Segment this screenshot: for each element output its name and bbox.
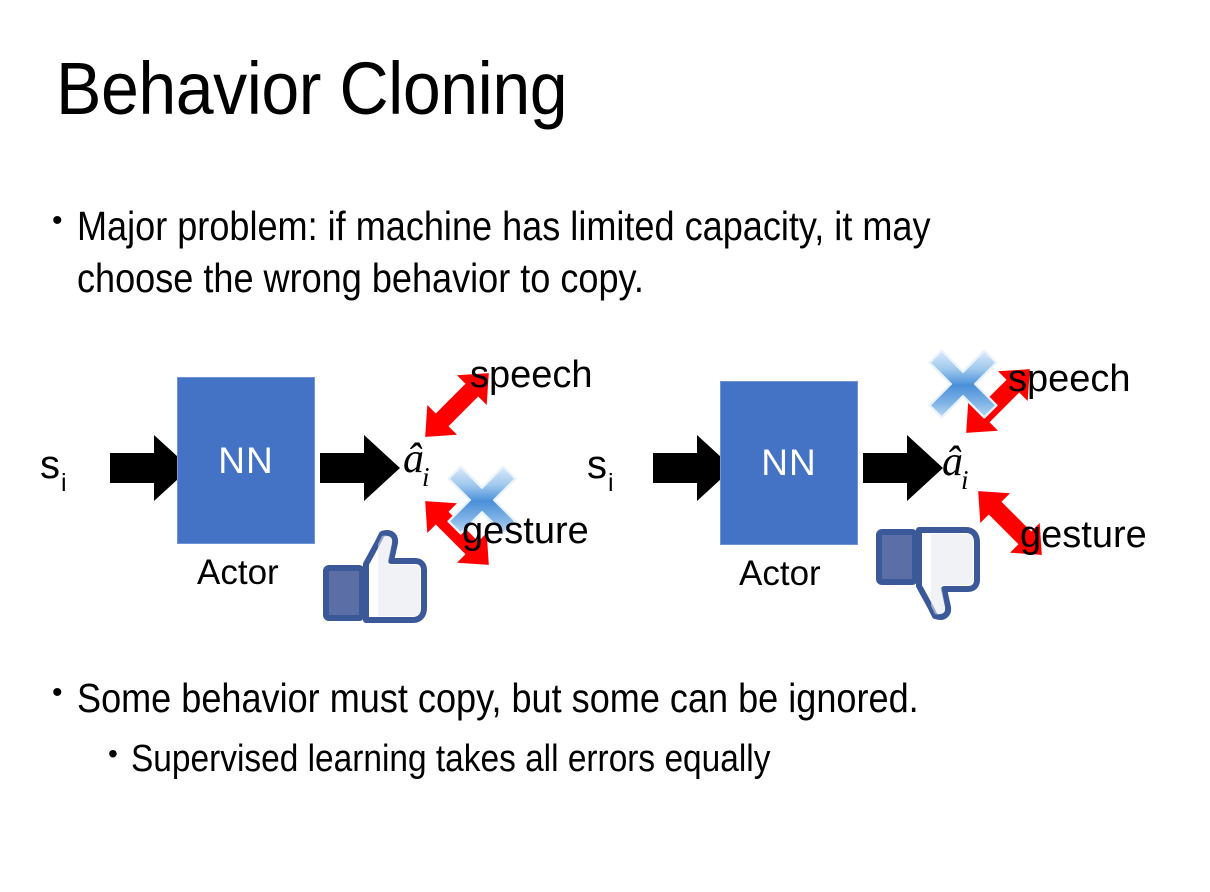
bullet-text: Major problem: if machine has limited ca… bbox=[76, 203, 931, 302]
branch-label-gesture-left: gesture bbox=[462, 510, 589, 552]
thumbs-up-icon bbox=[323, 530, 427, 623]
actor-caption-right: Actor bbox=[739, 554, 821, 593]
branch-arrow-speech-icon bbox=[425, 373, 489, 437]
bullet-marker-icon: • bbox=[52, 204, 63, 237]
flow-arrow-icon bbox=[863, 435, 943, 501]
blue-x-icon bbox=[928, 349, 998, 419]
bullet-marker-icon: • bbox=[108, 738, 118, 769]
state-label-right: si bbox=[587, 443, 614, 497]
bullet-marker-icon: • bbox=[52, 676, 63, 709]
diagram-wrong-copy: si NN Actor âi bbox=[565, 340, 1165, 640]
neural-network-label: NN bbox=[761, 442, 817, 483]
branch-arrow-gesture-icon bbox=[978, 491, 1042, 555]
state-label-left: si bbox=[40, 443, 67, 497]
flow-arrow-icon bbox=[653, 435, 733, 501]
neural-network-box: NN bbox=[177, 377, 315, 544]
neural-network-box: NN bbox=[720, 381, 858, 545]
bullet-some-behavior: • Some behavior must copy, but some can … bbox=[52, 672, 1172, 725]
bullet-supervised-learning: • Supervised learning takes all errors e… bbox=[108, 735, 1168, 784]
bullet-major-problem: • Major problem: if machine has limited … bbox=[52, 200, 1152, 305]
action-label-left: âi bbox=[403, 436, 430, 493]
flow-arrow-icon bbox=[320, 435, 400, 501]
action-label-right: âi bbox=[942, 439, 969, 496]
branch-label-gesture-right: gesture bbox=[1020, 514, 1147, 556]
branch-label-speech-right: speech bbox=[1008, 358, 1131, 400]
branch-label-speech-left: speech bbox=[470, 354, 593, 396]
blue-x-icon bbox=[447, 465, 517, 535]
thumbs-down-icon bbox=[876, 527, 980, 620]
neural-network-label: NN bbox=[218, 439, 274, 481]
bullet-text: Supervised learning takes all errors equ… bbox=[130, 738, 771, 780]
flow-arrow-icon bbox=[110, 435, 190, 501]
diagram-correct-copy: si NN Actor âi bbox=[10, 340, 610, 640]
actor-caption-left: Actor bbox=[197, 553, 279, 592]
page-title: Behavior Cloning bbox=[56, 47, 568, 130]
branch-arrow-speech-icon bbox=[966, 369, 1030, 433]
branch-arrow-gesture-icon bbox=[425, 501, 489, 565]
bullet-text: Some behavior must copy, but some can be… bbox=[76, 675, 919, 721]
